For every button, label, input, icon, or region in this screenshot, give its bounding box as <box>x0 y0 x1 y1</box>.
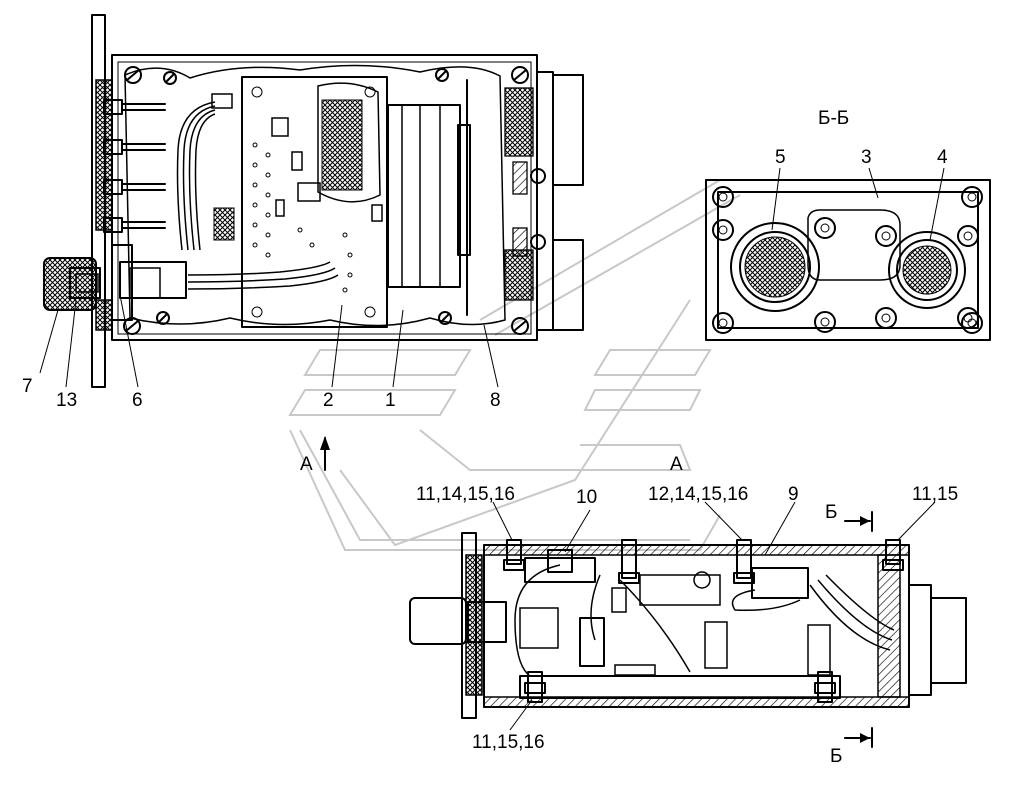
connector-small <box>888 231 966 309</box>
callout-6: 6 <box>132 390 143 411</box>
section-title: Б-Б <box>818 108 849 129</box>
callout-11-15: 11,15 <box>912 484 958 505</box>
section-view <box>705 167 991 341</box>
section-marker-top: Б <box>825 502 837 523</box>
callout-11-15-16: 11,15,16 <box>472 732 545 753</box>
callout-2: 2 <box>323 390 334 411</box>
rear-connectors <box>504 71 584 331</box>
callout-9: 9 <box>788 484 799 505</box>
view-marker-a-right: А <box>670 454 683 475</box>
callout-8: 8 <box>490 390 501 411</box>
callout-13: 13 <box>56 390 77 411</box>
circuit-board <box>241 76 388 328</box>
callout-12-14-15-16: 12,14,15,16 <box>648 484 748 505</box>
screw-heads <box>123 66 529 335</box>
callout-11-14-15-16: 11,14,15,16 <box>416 484 515 505</box>
callout-5: 5 <box>775 147 786 168</box>
callout-10: 10 <box>576 487 597 508</box>
section-marker-bottom: Б <box>830 746 842 767</box>
view-marker-a-left: А <box>300 454 313 475</box>
callout-4: 4 <box>937 147 948 168</box>
callout-7: 7 <box>22 376 33 397</box>
board-pads <box>252 142 353 293</box>
connector-large <box>730 222 820 312</box>
indicator-leds <box>103 99 166 233</box>
callout-1: 1 <box>385 390 396 411</box>
top-view <box>39 14 584 388</box>
section-nuts <box>712 186 983 334</box>
side-view <box>409 501 967 748</box>
section-housing <box>705 179 991 341</box>
callout-3: 3 <box>861 147 872 168</box>
component-block <box>387 104 461 288</box>
side-screws <box>503 539 904 703</box>
